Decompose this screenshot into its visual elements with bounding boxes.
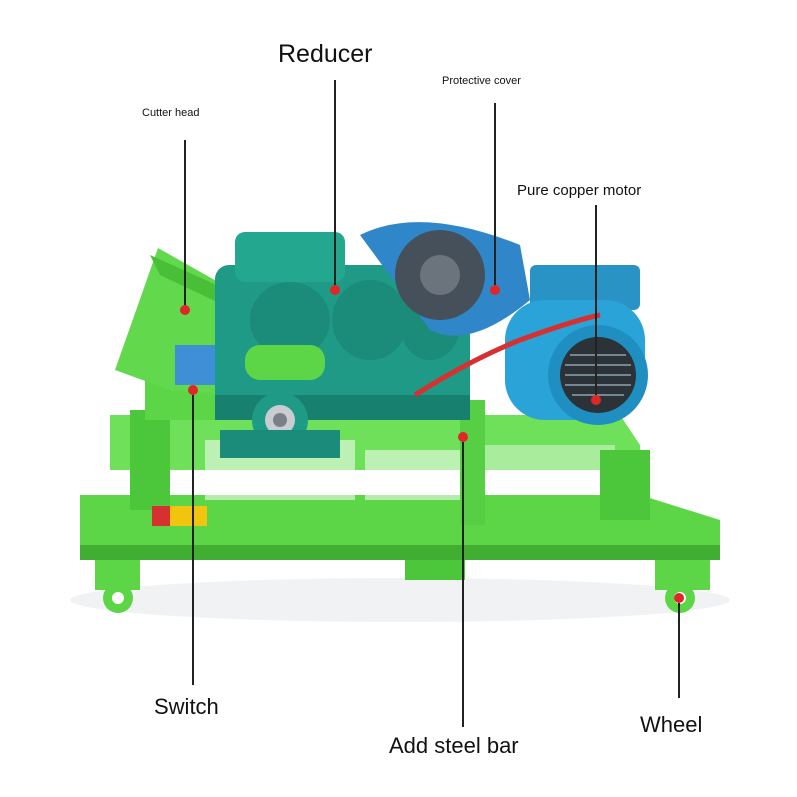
shaft-bearing [220,345,340,458]
leader-protective-cover [494,103,496,285]
marker-cutter-head [180,305,190,315]
label-reducer: Reducer [278,40,373,68]
marker-switch [188,385,198,395]
label-wheel: Wheel [640,712,703,737]
leader-reducer [334,80,336,285]
markers [180,285,684,603]
marker-steel-bar [458,432,468,442]
label-cutter-head: Cutter head [142,107,200,119]
marker-reducer [330,285,340,295]
leader-pure-copper-motor [595,205,597,395]
label-pure-copper-motor: Pure copper motor [517,182,642,199]
leader-wheel [678,603,680,698]
leader-switch [192,395,194,685]
wheels [95,560,710,613]
label-switch: Switch [154,694,219,719]
marker-protective-cover [490,285,500,295]
label-protective-cover: Protective cover [442,75,521,87]
leader-cutter-head [184,140,186,305]
motor [505,265,648,425]
label-add-steel-bar: Add steel bar [389,733,519,758]
marker-motor [591,395,601,405]
protective-cover [360,222,530,336]
leader-add-steel-bar [462,442,464,727]
marker-wheel [674,593,684,603]
